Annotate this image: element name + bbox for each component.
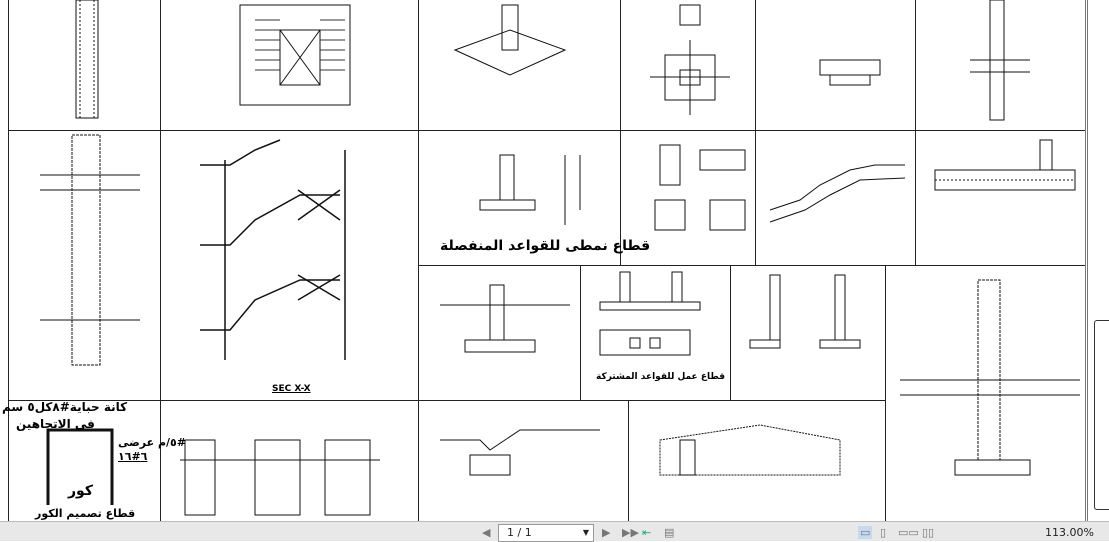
last-page-icon[interactable]: ▶▶ <box>622 526 639 539</box>
core-design-title: قطاع تصميم الكور <box>35 507 136 520</box>
first-page-icon[interactable]: ◀ <box>482 526 491 539</box>
core-stirrups-label: كانة حباية#٨كل٥ سم <box>2 400 128 414</box>
cad-linework <box>40 0 1080 516</box>
transverse-label: #٥/م عرضى <box>118 436 186 449</box>
page-number: 1 / 1 <box>507 526 532 539</box>
export-icon[interactable]: ⇤ <box>642 526 652 539</box>
layout-icon[interactable]: ▤ <box>664 526 675 539</box>
zoom-level[interactable]: 113.00% <box>1045 526 1094 539</box>
drawing-canvas[interactable]: قطاع نمطى للقواعد المنفصلة SEC X-X قطاع … <box>0 0 1109 521</box>
core-title: كور <box>68 483 93 499</box>
chevron-down-icon[interactable]: ▼ <box>582 528 589 537</box>
both-directions-label: فى الاتجاهين <box>16 417 95 431</box>
panel-ramp <box>628 400 886 521</box>
stair-section-title: SEC X-X <box>272 384 311 394</box>
two-page-continuous-icon[interactable]: ▯▯ <box>922 526 935 539</box>
single-page-view-icon[interactable]: ▭ <box>858 526 873 539</box>
continuous-view-icon[interactable]: ▯ <box>880 526 887 539</box>
page-number-field[interactable]: 1 / 1 ▼ <box>498 524 594 542</box>
side-bracket <box>1094 320 1109 510</box>
status-bar: ◀ 1 / 1 ▼ ▶ ▶▶ ⇤ ▤ ▭ ▯ ▭▭ ▯▯ 113.00% <box>0 521 1109 542</box>
drawing-border <box>1085 0 1088 521</box>
bars-label: ٦#١٦ <box>118 450 148 463</box>
next-page-icon[interactable]: ▶ <box>602 526 611 539</box>
isolated-footing-title: قطاع نمطى للقواعد المنفصلة <box>440 238 651 254</box>
combined-footing-title: قطاع عمل للقواعد المشتركة <box>596 372 726 382</box>
two-page-view-icon[interactable]: ▭▭ <box>898 526 919 539</box>
